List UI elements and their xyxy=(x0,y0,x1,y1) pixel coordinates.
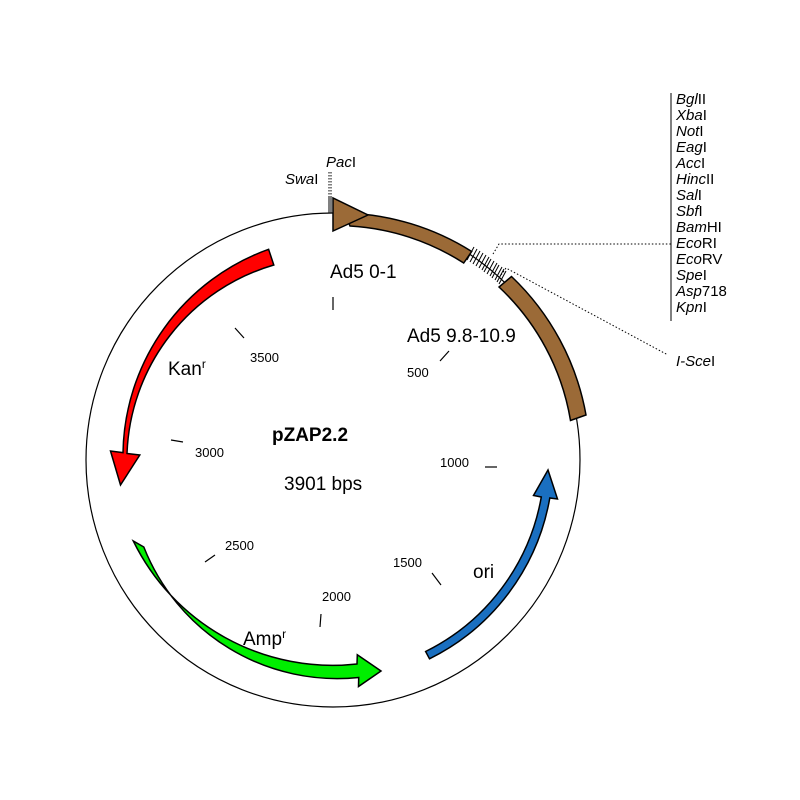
mcs-site: SbfI xyxy=(676,203,703,220)
tick-2000 xyxy=(319,613,322,628)
mcs-site: EcoRV xyxy=(676,251,722,268)
tick-2500 xyxy=(204,554,216,563)
swai-label: SwaI xyxy=(285,171,318,188)
mcs-site: EagI xyxy=(676,139,707,156)
tick-label-3000: 3000 xyxy=(195,445,224,460)
tick-label-2000: 2000 xyxy=(322,589,351,604)
mcs-site: KpnI xyxy=(676,299,707,316)
mcs-site: BglII xyxy=(676,91,706,108)
paci-label: PacI xyxy=(326,154,356,171)
mcs-site: HincII xyxy=(676,171,714,188)
mcs-site: SpeI xyxy=(676,267,707,284)
mcs-leader-line xyxy=(492,243,671,255)
mcs-site: BamHI xyxy=(676,219,722,236)
mcs-site: NotI xyxy=(676,123,704,140)
kan-label: Kanr xyxy=(168,357,206,380)
ori-arrow xyxy=(424,468,559,660)
tick-500 xyxy=(439,350,450,362)
ori-label: ori xyxy=(473,562,494,583)
ad5-right-segment xyxy=(497,275,587,422)
mcs-hatch xyxy=(466,246,507,285)
tick-label-1500: 1500 xyxy=(393,555,422,570)
swa-pac-markers xyxy=(328,172,332,213)
tick-label-2500: 2500 xyxy=(225,538,254,553)
mcs-site: Asp718 xyxy=(675,283,727,300)
plasmid-name: pZAP2.2 xyxy=(272,425,348,446)
tick-label-500: 500 xyxy=(407,365,429,380)
tick-1500 xyxy=(431,572,442,586)
amp-label: Ampr xyxy=(243,627,286,650)
amp-arrow xyxy=(131,539,383,688)
tick-3000 xyxy=(170,439,184,443)
tick-label-1000: 1000 xyxy=(440,455,469,470)
tick-label-3500: 3500 xyxy=(250,350,279,365)
tick-marks xyxy=(170,297,497,628)
tick-3500 xyxy=(234,327,245,339)
ad5-left-arrowhead xyxy=(332,196,370,233)
ad5-right-label: Ad5 9.8-10.9 xyxy=(407,326,516,347)
mcs-site: SalI xyxy=(676,187,702,204)
kan-arrow xyxy=(109,248,275,487)
iscei-label: I-SceI xyxy=(676,353,715,370)
mcs-site-list: BglII XbaI NotI EagI AccI HincII SalI Sb… xyxy=(675,91,727,316)
mcs-site: AccI xyxy=(675,155,705,172)
plasmid-size: 3901 bps xyxy=(284,474,362,495)
mcs-site: XbaI xyxy=(675,107,707,124)
mcs-site: EcoRI xyxy=(676,235,717,252)
ad5-left-label: Ad5 0-1 xyxy=(330,262,397,283)
ad5-left-segment xyxy=(343,212,473,265)
